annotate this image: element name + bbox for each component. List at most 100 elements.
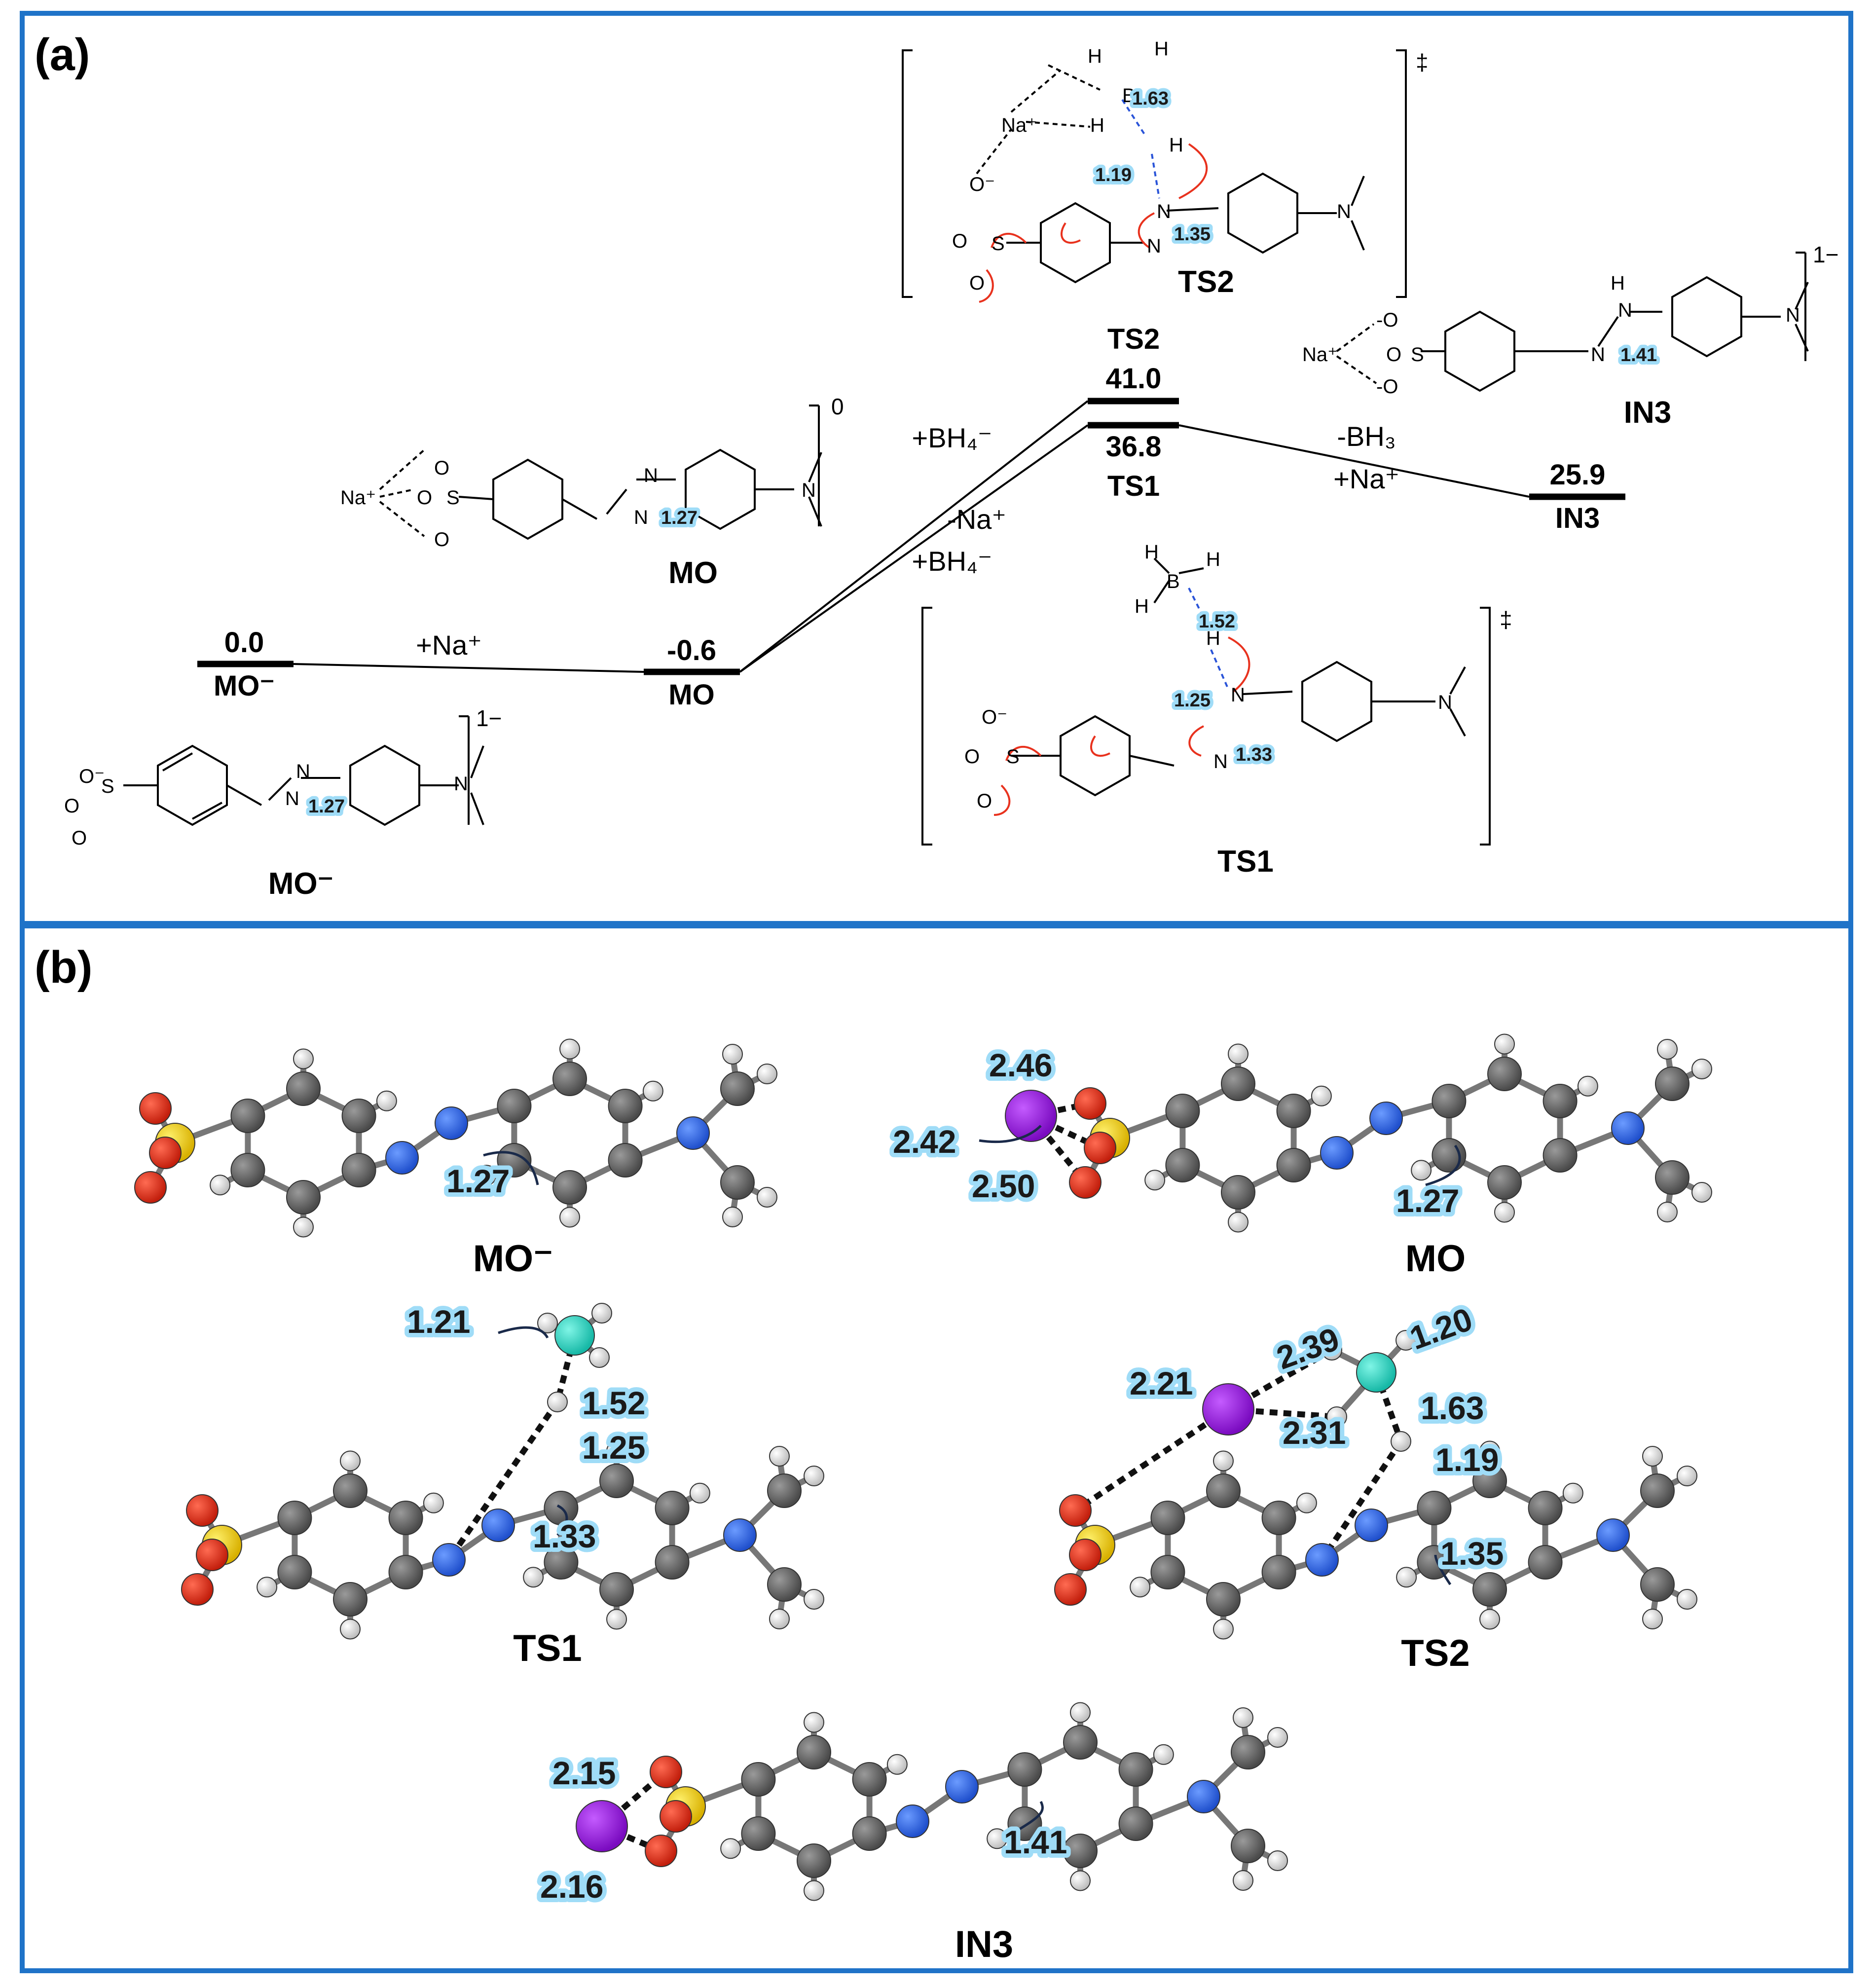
atom-na bbox=[576, 1800, 628, 1852]
distance-ts2-b-h: 1.63 bbox=[1421, 1390, 1484, 1426]
atom-c bbox=[1417, 1491, 1452, 1525]
atom-h bbox=[689, 1482, 710, 1504]
atom-h bbox=[1391, 1431, 1411, 1452]
atom-b bbox=[554, 1315, 595, 1356]
atom-h bbox=[523, 1567, 544, 1588]
atom-n: N bbox=[634, 507, 648, 528]
atom-h bbox=[642, 1080, 663, 1102]
atom-n bbox=[435, 1106, 468, 1140]
level-value-ts1: 36.8 bbox=[1106, 431, 1162, 463]
atom-n: N bbox=[285, 788, 299, 810]
atom-o: O bbox=[1386, 344, 1401, 366]
atom-h bbox=[1326, 1406, 1347, 1427]
atom-n bbox=[1305, 1543, 1339, 1577]
atom-h-2: H bbox=[1154, 38, 1169, 60]
atom-h bbox=[1396, 1567, 1417, 1588]
ddagger-ts2: ‡ bbox=[1416, 49, 1429, 75]
bond-length-ts2-2: 1.19 bbox=[1095, 165, 1132, 185]
bracket-left bbox=[921, 607, 932, 846]
atom-c bbox=[552, 1170, 587, 1205]
structure-mominus-2d bbox=[123, 715, 484, 826]
atom-h bbox=[1691, 1182, 1712, 1203]
contact-bond bbox=[1373, 1371, 1404, 1443]
atom-s: S bbox=[446, 487, 460, 509]
atom-h bbox=[257, 1577, 278, 1598]
atom-h bbox=[1311, 1085, 1332, 1106]
atom-h bbox=[1657, 1202, 1678, 1222]
atom-n-3: N bbox=[802, 479, 816, 501]
bond-length-ts1-3: 1.33 bbox=[1236, 744, 1272, 765]
atom-na bbox=[1202, 1383, 1254, 1436]
level-name-ts2: TS2 bbox=[1107, 323, 1160, 355]
atom-h bbox=[1228, 1043, 1249, 1065]
charge-mominus: 1− bbox=[476, 705, 502, 731]
atom-c bbox=[333, 1582, 367, 1617]
atom-c bbox=[341, 1153, 376, 1187]
atom-o bbox=[139, 1092, 172, 1125]
atom-h-4: H bbox=[1169, 134, 1183, 156]
atom-c bbox=[497, 1089, 532, 1123]
atom-o bbox=[1069, 1166, 1102, 1199]
atom-na bbox=[1005, 1090, 1057, 1142]
atom-c bbox=[852, 1816, 887, 1851]
bracket-left bbox=[902, 49, 913, 298]
atom-c bbox=[1206, 1582, 1241, 1617]
benzene-ring bbox=[1060, 715, 1131, 797]
atom-c bbox=[599, 1464, 634, 1498]
atom-h bbox=[886, 1754, 908, 1775]
atom-h bbox=[423, 1492, 444, 1513]
structure-name-ts1-3d: TS1 bbox=[513, 1627, 582, 1669]
benzene-ring bbox=[157, 744, 228, 826]
atom-o: O bbox=[434, 457, 449, 479]
benzene-ring-2 bbox=[685, 448, 756, 530]
atom-c bbox=[1063, 1834, 1098, 1868]
structure-name-mominus: MO⁻ bbox=[268, 867, 334, 901]
path-mominus-to-mo bbox=[293, 663, 644, 673]
structure-name-ts2-3d: TS2 bbox=[1401, 1632, 1469, 1674]
atom-c bbox=[1276, 1094, 1311, 1128]
atom-c bbox=[277, 1555, 312, 1589]
atom-o bbox=[660, 1800, 692, 1833]
path-mo-to-ts2 bbox=[739, 400, 1089, 673]
atom-c bbox=[1472, 1464, 1507, 1498]
atom-c bbox=[767, 1567, 802, 1602]
atom-h bbox=[757, 1187, 777, 1208]
level-value-in3: 25.9 bbox=[1550, 459, 1606, 491]
structure-name-mo: MO bbox=[668, 556, 718, 590]
structure-name-mominus-3d: MO⁻ bbox=[473, 1238, 553, 1280]
atom-n: N bbox=[1157, 201, 1171, 222]
atom-o-2: O bbox=[969, 272, 985, 294]
atom-o: O bbox=[952, 230, 967, 252]
atom-h bbox=[1494, 1033, 1515, 1055]
atom-b bbox=[1356, 1352, 1396, 1393]
atom-c bbox=[1432, 1084, 1467, 1118]
atom-h bbox=[589, 1347, 610, 1368]
atom-h bbox=[1153, 1744, 1174, 1765]
atom-h bbox=[1677, 1589, 1697, 1610]
atom-c bbox=[1261, 1555, 1296, 1589]
atom-c bbox=[608, 1089, 643, 1123]
pointer-arrow bbox=[498, 1326, 549, 1339]
atom-h bbox=[1657, 1039, 1678, 1060]
atom-c bbox=[552, 1062, 587, 1096]
atom-h bbox=[1267, 1850, 1288, 1871]
benzene-ring bbox=[492, 458, 563, 540]
atom-c bbox=[1655, 1160, 1689, 1195]
atom-h bbox=[1577, 1075, 1598, 1097]
benzene-ring-2 bbox=[1227, 172, 1298, 254]
atom-n-2: N bbox=[644, 465, 658, 486]
atom-c bbox=[1221, 1067, 1255, 1101]
atom-h-3: H bbox=[1135, 595, 1149, 617]
atom-n bbox=[1611, 1111, 1645, 1145]
atom-c bbox=[1528, 1491, 1563, 1525]
atom-h bbox=[1070, 1870, 1091, 1891]
contact-bond bbox=[1030, 1101, 1091, 1119]
bond-length-ts2-1: 1.63 bbox=[1132, 88, 1169, 109]
atom-c bbox=[1472, 1572, 1507, 1607]
step-label-na-remove: -Na⁺ bbox=[947, 504, 1006, 535]
atom-h bbox=[804, 1589, 824, 1610]
contact-bond bbox=[554, 1334, 578, 1403]
atom-c bbox=[1261, 1501, 1296, 1535]
distance-ts1-b-h: 1.52 bbox=[582, 1385, 645, 1421]
distance-mo-nn: 1.27 bbox=[1396, 1182, 1459, 1219]
